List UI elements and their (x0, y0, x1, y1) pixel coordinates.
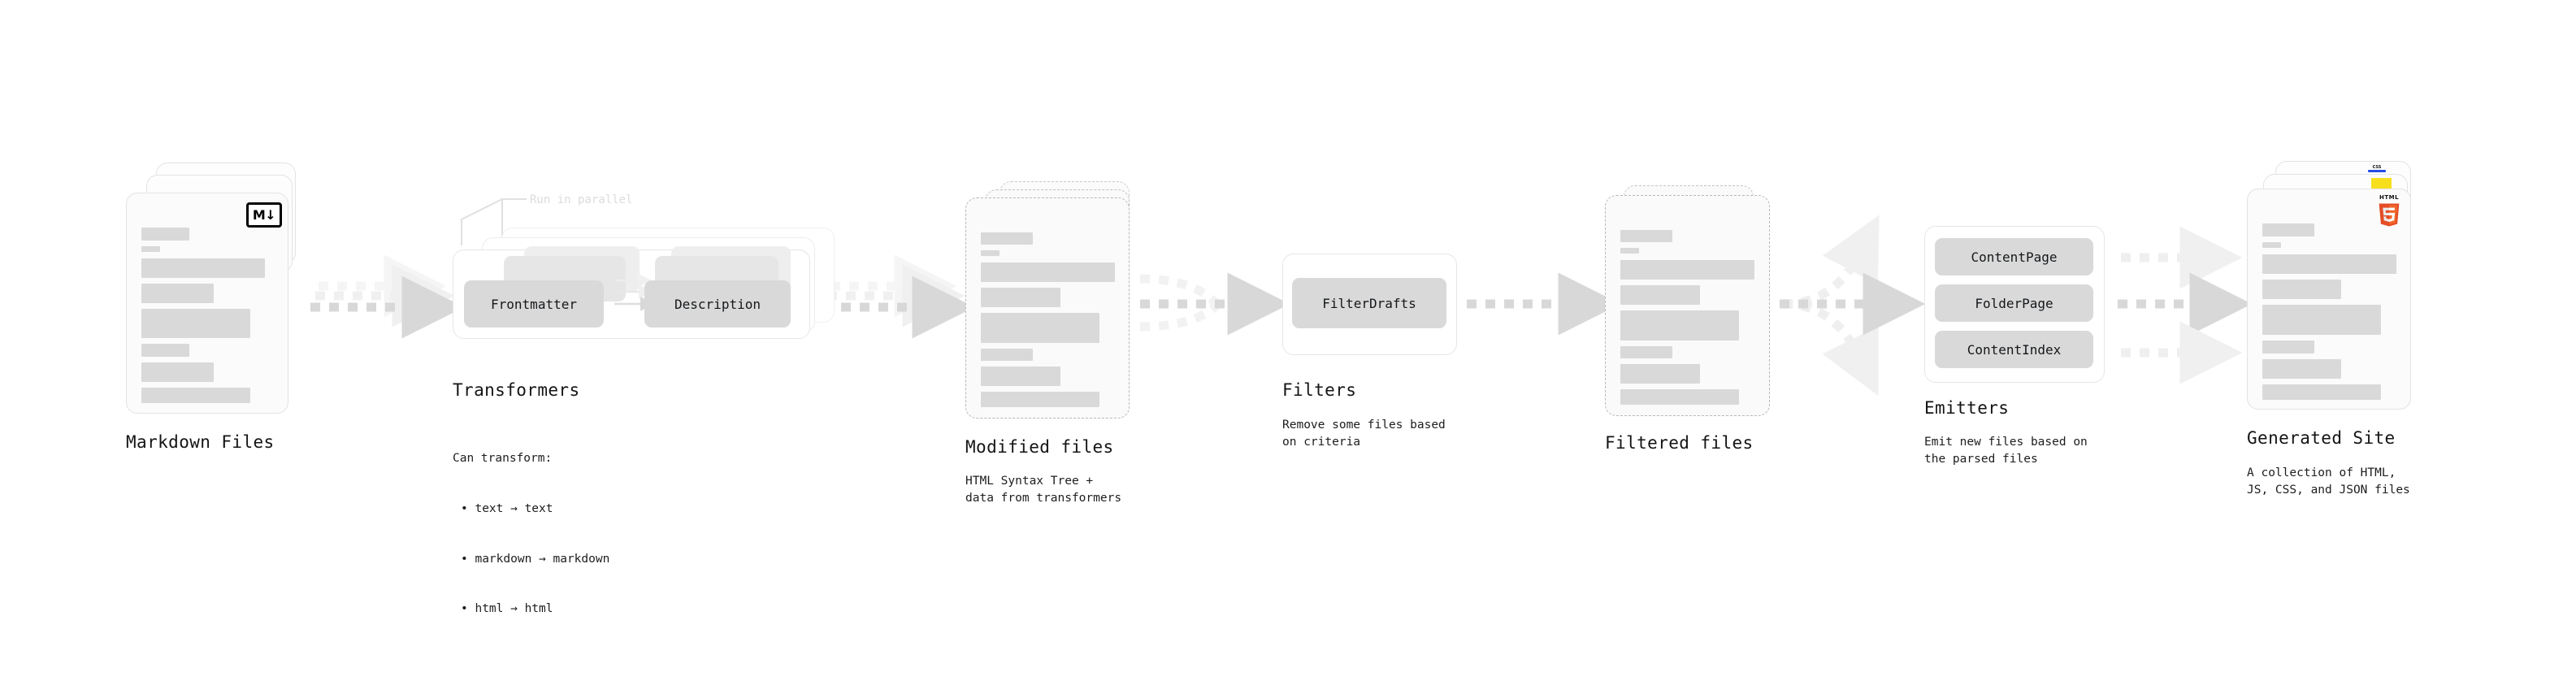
transformer-chip-frontmatter[interactable]: Frontmatter (464, 280, 604, 327)
filters-title: Filters (1282, 380, 1357, 400)
markdown-file-lines (141, 228, 273, 409)
filtered-file-card-front (1605, 195, 1770, 416)
markdown-icon: M↓ (246, 202, 282, 228)
filters-description: Remove some files based on criteria (1282, 419, 1446, 449)
transformers-title: Transformers (453, 380, 580, 400)
markdown-file-card-front (126, 193, 288, 414)
connector-filtered-to-emitters (1780, 215, 1926, 397)
modified-file-card-front (965, 197, 1130, 419)
css3-icon-bar (2368, 170, 2386, 172)
css3-icon-label: CSS (2372, 165, 2382, 170)
connector-modified-to-filters (1139, 272, 1290, 336)
markdown-files-title: Markdown Files (126, 432, 275, 452)
connector-transformers-to-modified (822, 254, 975, 339)
connector-md-to-transformers (310, 254, 465, 339)
emitter-chip-contentindex[interactable]: ContentIndex (1935, 331, 2093, 368)
site-file-lines (2262, 223, 2396, 406)
modified-files-title: Modified files (965, 437, 1114, 457)
filtered-files-title: Filtered files (1605, 433, 1754, 453)
transformers-can-transform-label: Can transform: (453, 452, 553, 466)
transformers-bullet-1: • markdown → markdown (461, 552, 610, 566)
connector-emitters-to-site (2118, 226, 2253, 384)
transformers-description: Can transform: • text → text • markdown … (453, 417, 609, 651)
modified-files-description: HTML Syntax Tree + data from transformer… (965, 475, 1122, 505)
generated-site-description: A collection of HTML, JS, CSS, and JSON … (2247, 466, 2410, 497)
transformer-chip-description[interactable]: Description (644, 280, 791, 327)
filter-chip-filterdrafts[interactable]: FilterDrafts (1292, 278, 1446, 328)
html5-icon: HTML (2376, 195, 2402, 232)
site-file-card-html (2247, 189, 2411, 410)
emitters-title: Emitters (1924, 398, 2010, 418)
emitter-chip-folderpage[interactable]: FolderPage (1935, 284, 2093, 322)
transformers-bullet-0: • text → text (461, 501, 553, 515)
css3-icon: CSS (2368, 166, 2386, 172)
js-icon (2371, 178, 2392, 190)
html5-icon-label: HTML (2379, 194, 2400, 201)
emitter-chip-contentpage[interactable]: ContentPage (1935, 238, 2093, 275)
emitters-description: Emit new files based on the parsed files (1924, 436, 2088, 466)
filtered-file-lines (1620, 230, 1754, 410)
generated-site-title: Generated Site (2247, 428, 2396, 448)
html5-icon-shield (2379, 203, 2400, 227)
transformers-bullet-2: • html → html (461, 602, 553, 616)
run-in-parallel-label: Run in parallel (530, 193, 633, 206)
modified-file-lines (981, 232, 1115, 413)
